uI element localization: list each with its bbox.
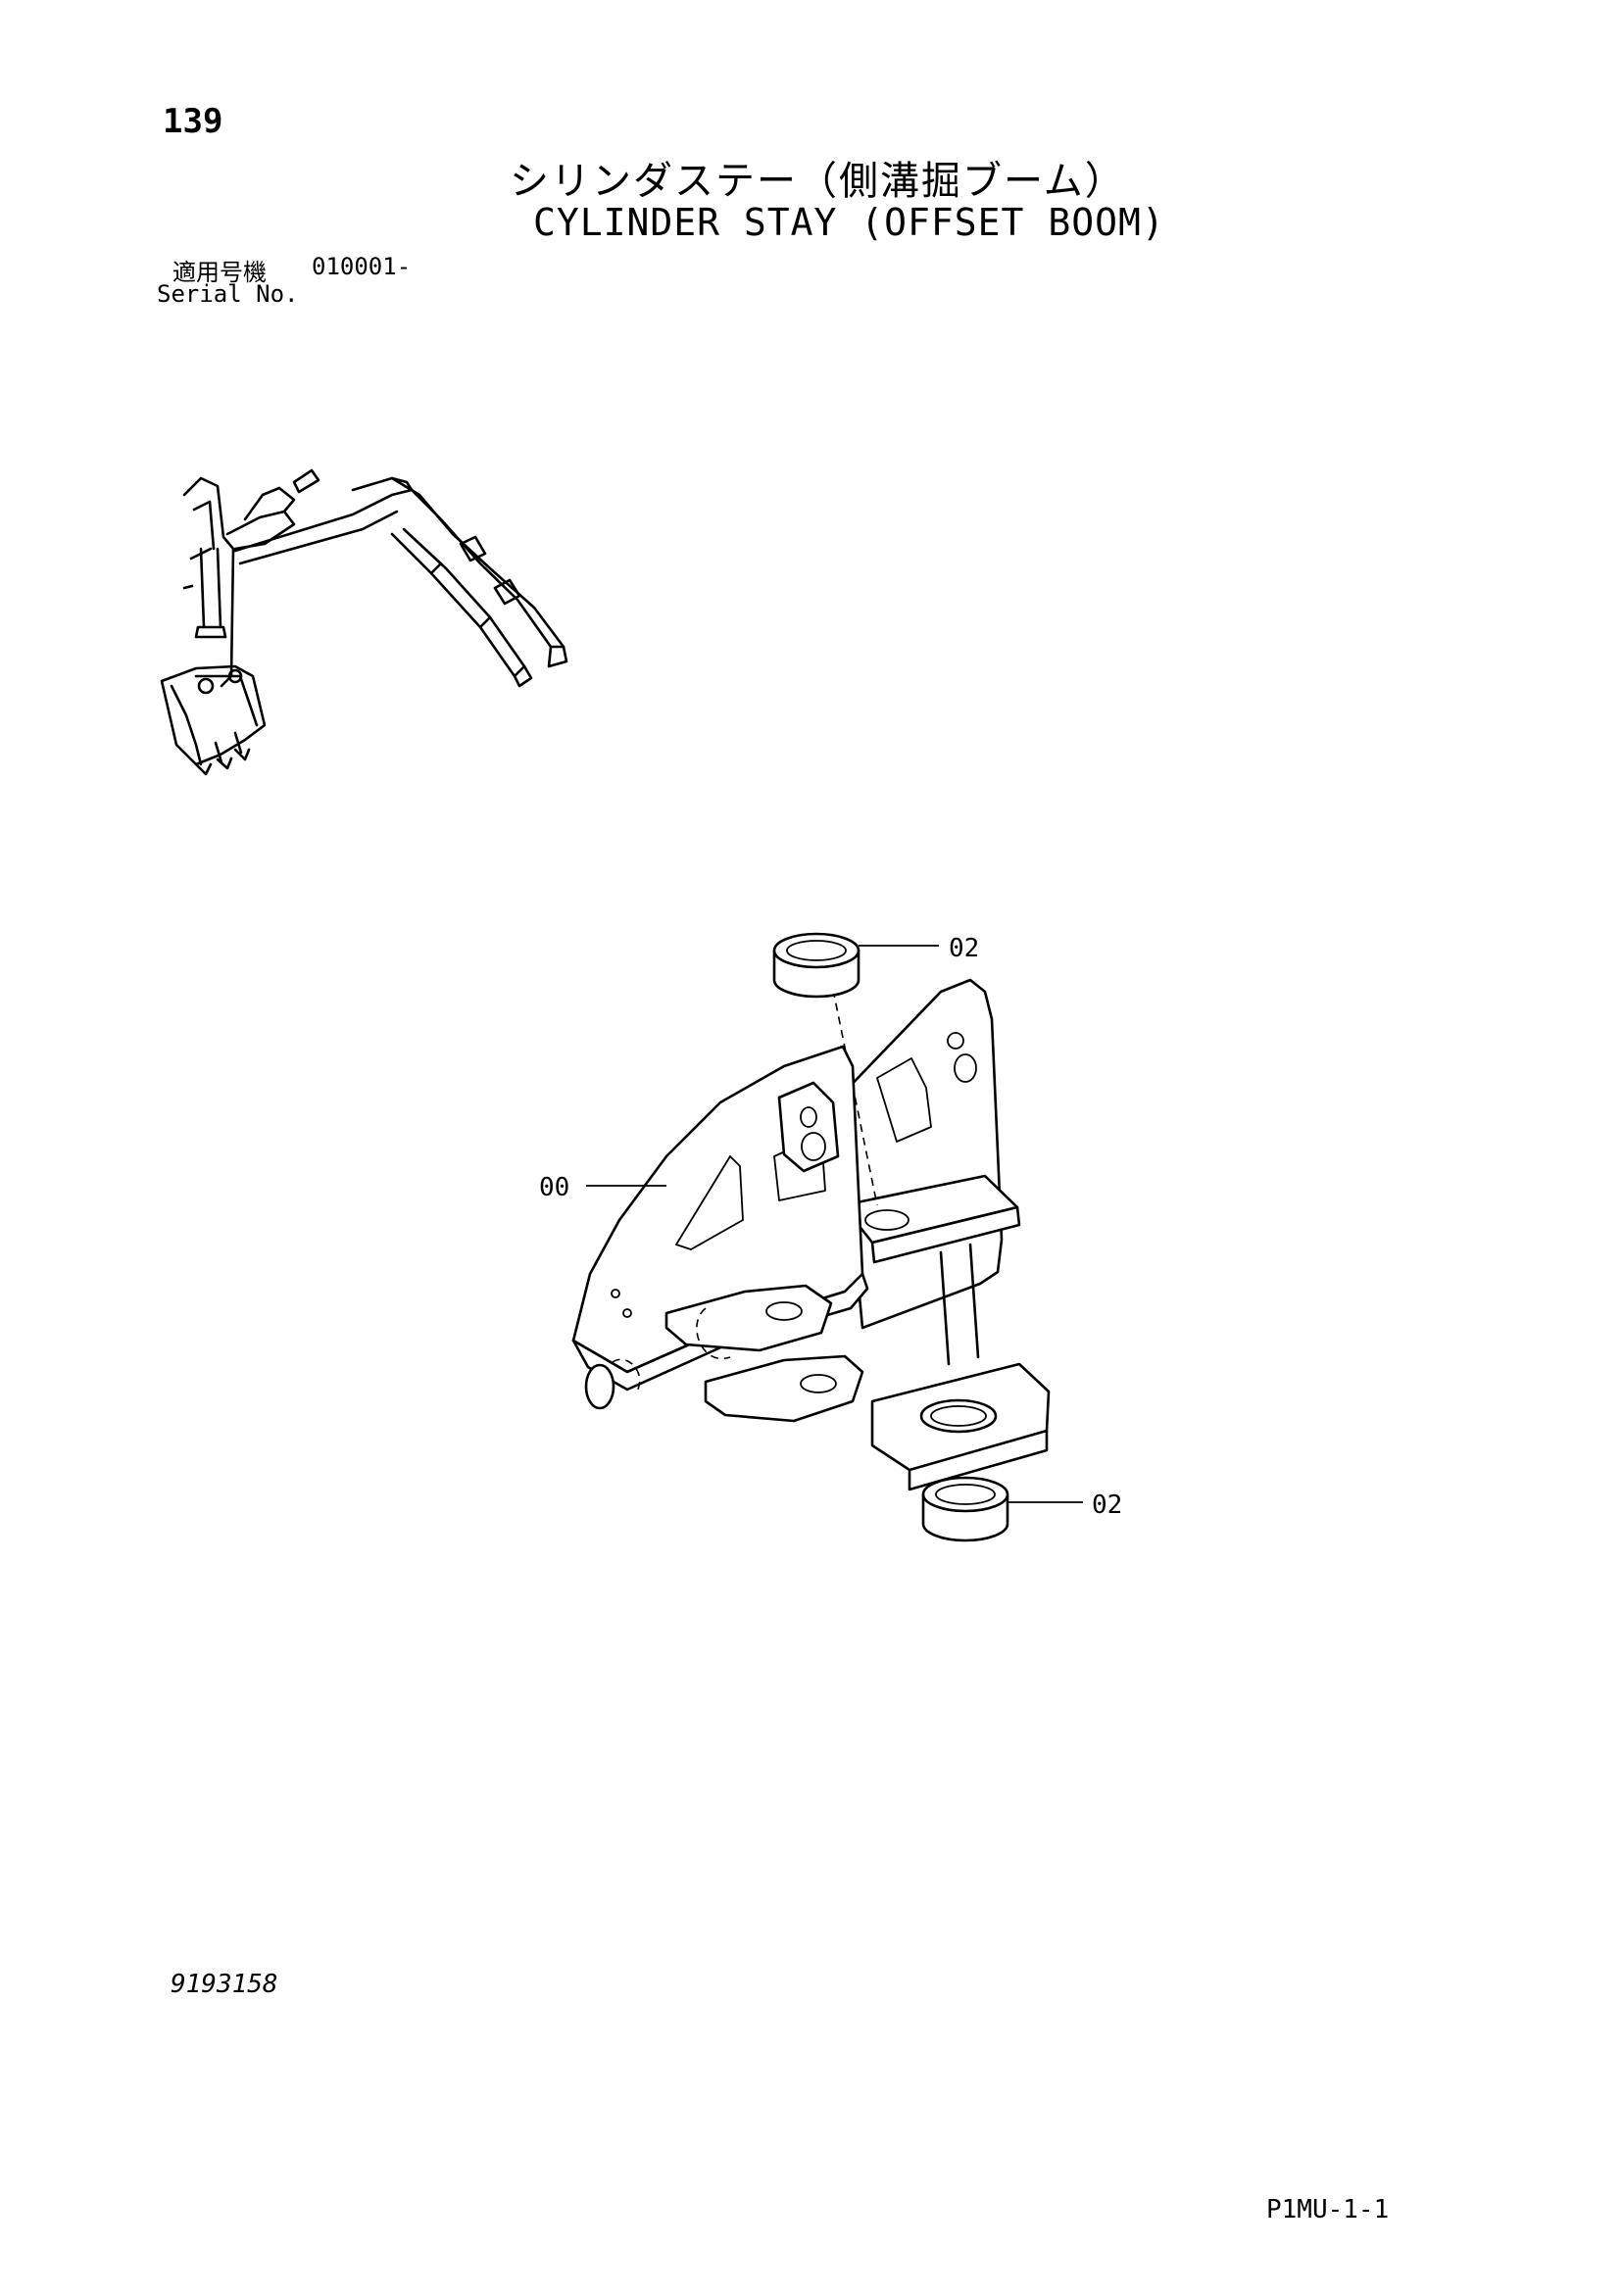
stay-lower-lug (704, 1354, 864, 1423)
page-code: P1MU-1-1 (1266, 2195, 1390, 2224)
callout-label: 02 (949, 934, 979, 963)
stay-upper-lug (664, 1284, 833, 1352)
callout-label: 00 (539, 1173, 569, 1202)
page-title-english: CYLINDER STAY (OFFSET BOOM) (533, 201, 1165, 244)
serial-label-english: Serial No. (157, 280, 299, 308)
cylinder-stay-drawing (571, 932, 1083, 1542)
bushing-upper (772, 932, 860, 999)
callout-label: 02 (1092, 1490, 1122, 1520)
excavator-arm-cylinder (182, 547, 227, 639)
stay-right-plate (839, 978, 1004, 1330)
page-title-japanese: シリンダステー（側溝掘ブーム） (510, 159, 1126, 204)
bushing-lower (921, 1476, 1009, 1542)
excavator-boom (182, 468, 568, 688)
drawing-number: 9193158 (171, 1970, 278, 1999)
excavator-bucket (160, 664, 267, 776)
serial-label-japanese: 適用号機 (172, 259, 267, 286)
page-number: 139 (163, 102, 223, 141)
serial-range-value: 010001- (312, 253, 412, 280)
